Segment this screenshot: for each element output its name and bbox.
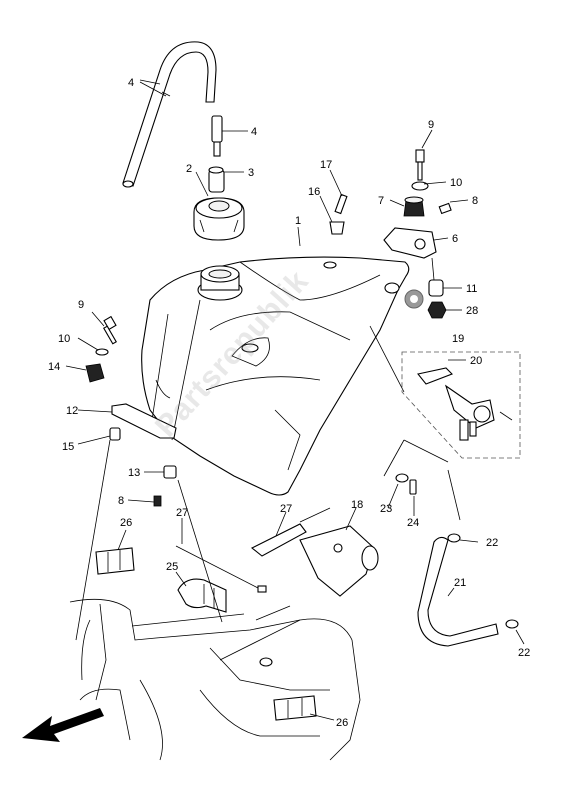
callout-15: 15 bbox=[62, 441, 74, 453]
part-27-cable-tie bbox=[175, 507, 331, 593]
callout-17: 17 bbox=[320, 159, 332, 171]
callout-28: 28 bbox=[466, 305, 478, 317]
part-4-fitting bbox=[211, 115, 223, 157]
part-17-screw bbox=[334, 193, 348, 215]
callout-22-upper: 22 bbox=[486, 537, 498, 549]
part-15-pin bbox=[109, 427, 121, 441]
part-8-screw-left bbox=[153, 495, 162, 507]
part-10-washer-right bbox=[411, 181, 429, 191]
callout-9-right: 9 bbox=[428, 119, 434, 131]
callout-9-left: 9 bbox=[78, 299, 84, 311]
part-9-bolt-left bbox=[103, 315, 117, 345]
part-26-damper-lower bbox=[273, 695, 317, 721]
callout-5: 4 bbox=[128, 77, 134, 89]
callout-22-lower: 22 bbox=[518, 647, 530, 659]
part-1-fuel-tank bbox=[141, 256, 424, 496]
part-8-screw-right bbox=[438, 202, 452, 215]
part-22-clamp bbox=[447, 533, 519, 629]
callout-4: 4 bbox=[251, 126, 257, 138]
part-24-screw bbox=[409, 479, 417, 495]
callout-10-left: 10 bbox=[58, 333, 70, 345]
callout-25: 25 bbox=[166, 561, 178, 573]
part-14-damper-left bbox=[85, 363, 105, 383]
part-2-fuel-cap bbox=[193, 197, 245, 241]
part-21-fuel-hose bbox=[417, 536, 499, 647]
callout-19: 19 bbox=[452, 333, 464, 345]
part-25-band bbox=[177, 578, 227, 613]
part-13-clip bbox=[163, 465, 177, 479]
callout-13: 13 bbox=[128, 467, 140, 479]
callout-6: 6 bbox=[452, 233, 458, 245]
part-9-bolt-right bbox=[415, 149, 425, 181]
callout-labels: 4 4 3 2 1 9 10 7 8 6 11 28 17 16 19 20 9… bbox=[48, 77, 530, 729]
callout-18: 18 bbox=[351, 499, 363, 511]
part-3-valve bbox=[208, 166, 225, 193]
callout-8-right: 8 bbox=[472, 195, 478, 207]
gear-logo-icon bbox=[404, 289, 424, 309]
callout-24: 24 bbox=[407, 517, 419, 529]
part-6-bracket bbox=[383, 227, 437, 259]
part-18-cover bbox=[299, 525, 379, 597]
callout-27-left: 27 bbox=[176, 507, 188, 519]
callout-3: 3 bbox=[248, 167, 254, 179]
callout-12: 12 bbox=[66, 405, 78, 417]
callout-1: 1 bbox=[295, 215, 301, 227]
part-26-damper-upper bbox=[95, 547, 135, 575]
front-arrow-icon bbox=[22, 708, 104, 742]
callout-8-left: 8 bbox=[118, 495, 124, 507]
callout-20: 20 bbox=[470, 355, 482, 367]
callout-14: 14 bbox=[48, 361, 60, 373]
leader-lines bbox=[65, 79, 525, 721]
callout-2: 2 bbox=[186, 163, 192, 175]
callout-7: 7 bbox=[378, 195, 384, 207]
callout-11: 11 bbox=[466, 283, 477, 295]
callout-26-upper: 26 bbox=[120, 517, 132, 529]
frame-outline bbox=[69, 598, 361, 761]
part-7-damper bbox=[403, 196, 425, 217]
part-11-collar bbox=[428, 279, 444, 297]
callout-26-lower: 26 bbox=[336, 717, 348, 729]
callout-16: 16 bbox=[308, 186, 320, 198]
callout-21: 21 bbox=[454, 577, 466, 589]
part-16-grommet bbox=[329, 221, 345, 235]
part-28-nut bbox=[427, 301, 447, 319]
part-23-washer bbox=[395, 473, 409, 483]
callout-23: 23 bbox=[380, 503, 392, 515]
callout-10-right: 10 bbox=[450, 177, 462, 189]
part-10-washer-left bbox=[95, 348, 109, 356]
part-12-strap bbox=[111, 403, 177, 439]
part-19-fuel-cock-assembly bbox=[401, 351, 521, 459]
callout-27-right: 27 bbox=[280, 503, 292, 515]
part-5-breather-hose bbox=[122, 41, 217, 188]
